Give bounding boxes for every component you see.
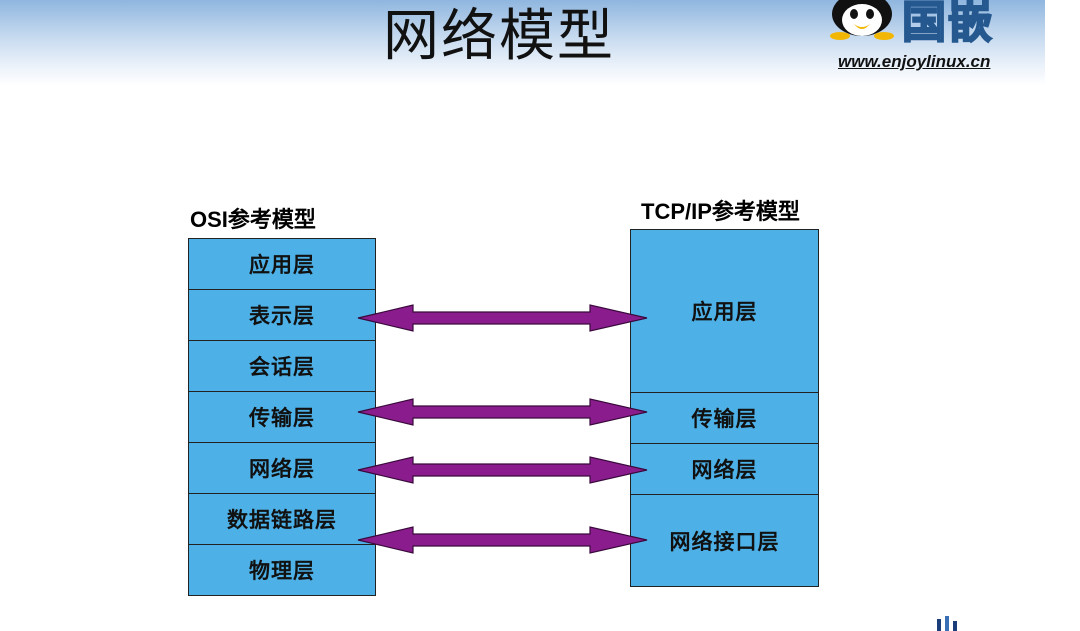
osi-layer-application: 应用层 [188, 238, 376, 290]
tcpip-layer-transport: 传输层 [630, 392, 819, 444]
osi-layer-transport: 传输层 [188, 391, 376, 443]
tcpip-layer-stack: 应用层 传输层 网络层 网络接口层 [630, 229, 819, 587]
tcpip-layer-application: 应用层 [630, 229, 819, 393]
logo: 国嵌 [826, 0, 1030, 49]
page-title: 网络模型 [383, 4, 615, 69]
tcpip-layer-network: 网络层 [630, 443, 819, 495]
logo-text: 国嵌 [901, 0, 994, 49]
tcpip-model-title: TCP/IP参考模型 [641, 199, 800, 224]
site-url-link[interactable]: www.enjoylinux.cn [838, 52, 991, 71]
osi-model-title: OSI参考模型 [190, 207, 316, 232]
osi-layer-stack: 应用层 表示层 会话层 传输层 网络层 数据链路层 物理层 [188, 238, 376, 596]
corner-logo-icon [935, 616, 965, 631]
penguin-icon [830, 0, 894, 40]
arrow-presentation-to-application [357, 304, 648, 332]
osi-layer-physical: 物理层 [188, 544, 376, 596]
arrow-datalink-to-interface [357, 526, 648, 554]
arrow-transport-to-transport [357, 398, 648, 426]
osi-layer-presentation: 表示层 [188, 289, 376, 341]
arrow-network-to-network [357, 456, 648, 484]
osi-layer-datalink: 数据链路层 [188, 493, 376, 545]
tcpip-layer-interface: 网络接口层 [630, 494, 819, 587]
